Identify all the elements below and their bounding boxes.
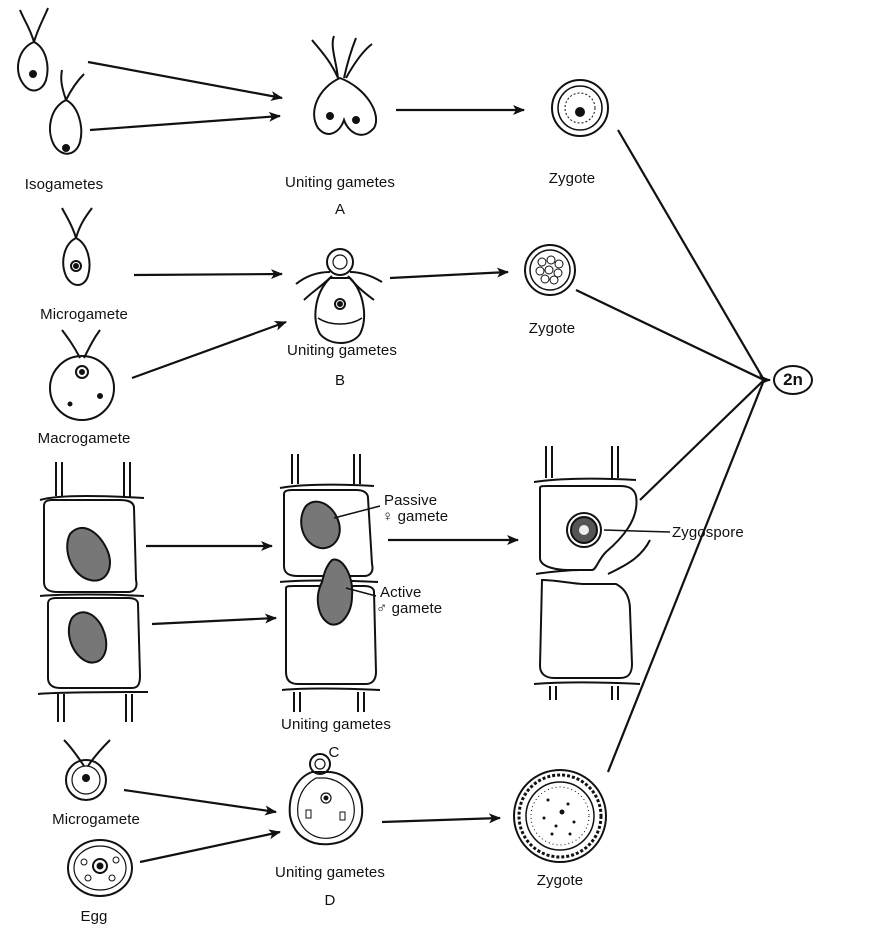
- uniting-gametes-d: [290, 754, 363, 844]
- arrow-iso-top-to-uniting: [88, 62, 282, 98]
- macrogamete-b: [50, 330, 114, 420]
- label-uniting-gametes-b: Uniting gametes: [287, 342, 397, 359]
- arrow-passive-label-pointer: [334, 506, 380, 518]
- filament-left: [38, 462, 148, 722]
- egg-d: [68, 840, 132, 896]
- label-active-2: ♂ gamete: [376, 600, 442, 617]
- label-active-1: Active: [380, 584, 421, 601]
- label-uniting-gametes-d: Uniting gametes: [275, 864, 385, 881]
- arrow-macro-b-to-uniting: [132, 322, 286, 378]
- label-microgamete-b: Microgamete: [40, 306, 128, 323]
- arrow-uniting-b-to-zygote: [390, 272, 508, 278]
- arrows: [88, 62, 770, 862]
- filament-middle: [280, 454, 380, 712]
- label-letter-d: D: [325, 892, 336, 909]
- converge-zygote-d: [608, 380, 764, 772]
- arrow-egg-to-uniting: [140, 832, 280, 862]
- label-passive-1: Passive: [384, 492, 437, 509]
- isogamete-bottom: [50, 70, 84, 154]
- label-macrogamete-b: Macrogamete: [38, 430, 131, 447]
- converge-zygospore: [640, 380, 764, 500]
- arrow-filament-bottom: [152, 618, 276, 624]
- converge-zygote-a: [618, 130, 764, 380]
- label-zygote-a: Zygote: [549, 170, 595, 187]
- label-zygote-d: Zygote: [537, 872, 583, 889]
- uniting-gametes-b: [296, 249, 382, 343]
- label-letter-b: B: [335, 372, 345, 389]
- arrow-zygospore-label-pointer: [604, 530, 670, 532]
- isogamete-top: [18, 8, 48, 90]
- arrow-micro-d-to-uniting: [124, 790, 276, 812]
- microgamete-b: [62, 208, 92, 285]
- label-egg: Egg: [81, 908, 108, 925]
- label-isogametes: Isogametes: [25, 176, 104, 193]
- label-zygospore: Zygospore: [672, 524, 744, 541]
- zygote-d: [514, 770, 606, 862]
- arrow-uniting-d-to-zygote: [382, 818, 500, 822]
- label-uniting-gametes-c: Uniting gametes: [281, 716, 391, 733]
- uniting-isogametes: [312, 36, 376, 135]
- label-letter-a: A: [335, 201, 345, 218]
- label-uniting-gametes-a: Uniting gametes: [285, 174, 395, 191]
- zygote-b: [525, 245, 575, 295]
- arrow-iso-bottom-to-uniting: [90, 116, 280, 130]
- ploidy-2n-badge: 2n: [773, 365, 813, 395]
- label-zygote-b: Zygote: [529, 320, 575, 337]
- label-passive-2: ♀ gamete: [382, 508, 448, 525]
- microgamete-d: [64, 740, 110, 800]
- zygote-a: [552, 80, 608, 136]
- arrow-micro-b-to-uniting: [134, 274, 282, 275]
- converge-zygote-b: [576, 290, 764, 380]
- label-microgamete-d: Microgamete: [52, 811, 140, 828]
- filament-right-zygospore: [534, 446, 650, 700]
- label-letter-c: C: [329, 744, 340, 761]
